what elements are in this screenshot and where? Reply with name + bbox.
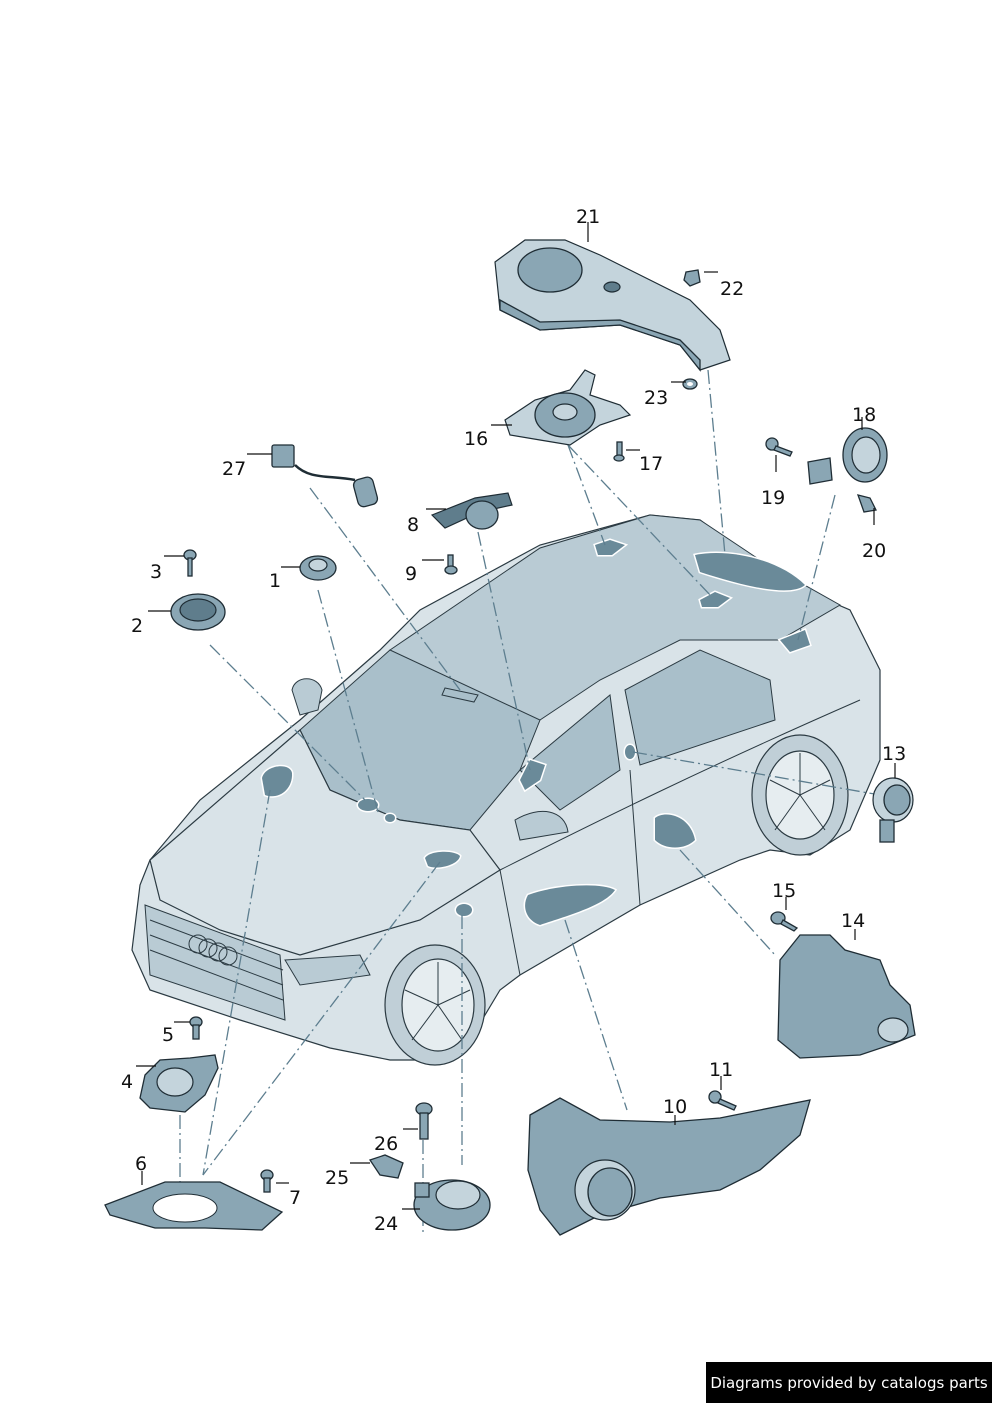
part-5-bolt[interactable] (189, 1016, 203, 1040)
callout-27: 27 (222, 458, 246, 480)
part-16-center-speaker[interactable] (504, 369, 632, 446)
part-2-speaker[interactable] (170, 593, 226, 631)
callout-3: 3 (150, 561, 162, 583)
part-14-speaker-enclosure[interactable] (777, 934, 916, 1059)
callout-24: 24 (374, 1213, 398, 1235)
callout-23: 23 (644, 387, 668, 409)
part-15-screw[interactable] (770, 911, 799, 932)
callout-7: 7 (289, 1187, 301, 1209)
attribution-text: Diagrams provided by catalogs parts (710, 1373, 988, 1392)
callout-2: 2 (131, 615, 143, 637)
part-8-speaker[interactable] (430, 492, 513, 530)
callout-26: 26 (374, 1133, 398, 1155)
callout-13: 13 (882, 743, 906, 765)
callout-10: 10 (663, 1096, 687, 1118)
vehicle-body (131, 514, 881, 1066)
part-24-speaker[interactable] (413, 1179, 491, 1231)
speaker-locations (260, 538, 812, 927)
callout-17: 17 (639, 453, 663, 475)
part-7-bolt[interactable] (260, 1169, 274, 1193)
callout-22: 22 (720, 278, 744, 300)
part-22-nut[interactable] (683, 269, 701, 287)
part-1-tweeter[interactable] (299, 555, 337, 581)
callout-19: 19 (761, 487, 785, 509)
part-9-screw[interactable] (444, 554, 458, 575)
callout-18: 18 (852, 404, 876, 426)
callout-1: 1 (269, 570, 281, 592)
part-10-bass-enclosure[interactable] (527, 1097, 811, 1236)
part-17-screw[interactable] (613, 441, 625, 462)
part-19-screw[interactable] (765, 437, 793, 457)
part-27-wiring-harness[interactable] (271, 444, 379, 508)
callout-11: 11 (709, 1059, 733, 1081)
callout-5: 5 (162, 1024, 174, 1046)
part-21-subwoofer-enclosure[interactable] (494, 239, 731, 372)
part-4-speaker[interactable] (139, 1054, 219, 1113)
callout-21: 21 (576, 206, 600, 228)
part-20-clip[interactable] (856, 494, 877, 513)
part-11-screw[interactable] (708, 1090, 737, 1111)
callout-25: 25 (325, 1167, 349, 1189)
attribution-banner: Diagrams provided by catalogs parts (706, 1362, 992, 1403)
callout-9: 9 (405, 563, 417, 585)
part-23-washer[interactable] (682, 378, 698, 390)
part-13-speaker[interactable] (872, 777, 914, 843)
callout-numbers: 1 2 3 4 5 6 7 8 9 10 11 13 14 15 16 17 1… (121, 206, 906, 1235)
callout-16: 16 (464, 428, 488, 450)
part-3-screw[interactable] (183, 549, 197, 577)
assembly-lines (179, 369, 881, 1235)
callout-8: 8 (407, 514, 419, 536)
part-18-speaker[interactable] (807, 427, 888, 485)
callout-6: 6 (135, 1153, 147, 1175)
callout-15: 15 (772, 880, 796, 902)
part-6-speaker-frame[interactable] (104, 1181, 284, 1231)
callout-14: 14 (841, 910, 865, 932)
part-26-bolt[interactable] (415, 1102, 433, 1140)
callout-20: 20 (862, 540, 886, 562)
part-25-clip-nut[interactable] (368, 1154, 404, 1179)
callout-leaders (136, 222, 896, 1210)
callout-4: 4 (121, 1071, 133, 1093)
